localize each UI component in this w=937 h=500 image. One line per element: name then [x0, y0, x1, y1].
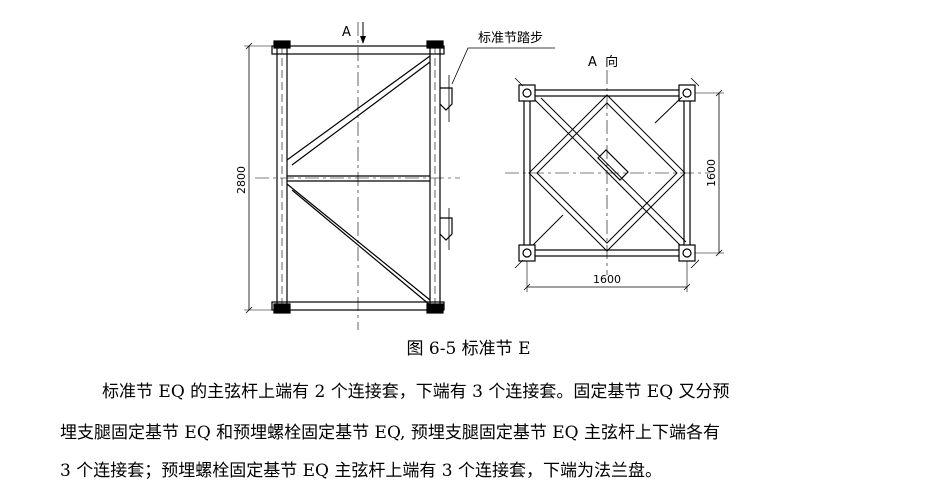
- plan-width-dimension: 1600: [593, 273, 621, 286]
- front-elevation-view: [244, 22, 555, 330]
- plan-height-dimension: 1600: [705, 159, 718, 187]
- step-label: 标准节踏步: [478, 31, 543, 46]
- view-a-title: A 向: [588, 54, 618, 70]
- figure-caption: 图 6-5 标准节 E: [406, 339, 531, 359]
- plan-view-a: [505, 70, 724, 292]
- standard-section-drawing: A 标准节踏步 2800: [235, 22, 724, 330]
- front-height-dimension: 2800: [235, 166, 248, 194]
- body-paragraph-line-1: 标准节 EQ 的主弦杆上端有 2 个连接套，下端有 3 个连接套。固定基节 EQ…: [102, 382, 730, 402]
- body-paragraph-line-2: 埋支腿固定基节 EQ 和预埋螺栓固定基节 EQ, 预埋支腿固定基节 EQ 主弦杆…: [60, 423, 721, 443]
- view-a-marker: A: [342, 25, 351, 40]
- body-paragraph-line-3: 3 个连接套；预埋螺栓固定基节 EQ 主弦杆上端有 3 个连接套，下端为法兰盘。: [60, 461, 662, 481]
